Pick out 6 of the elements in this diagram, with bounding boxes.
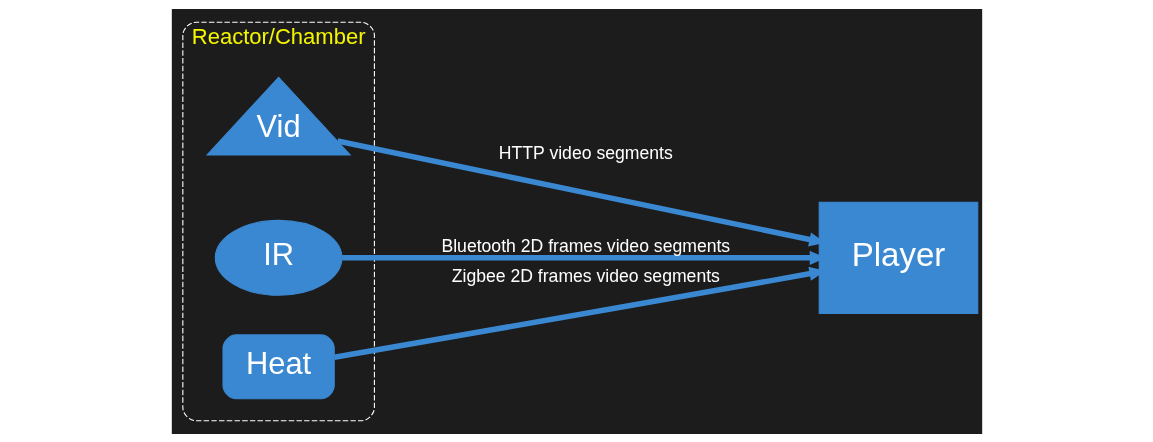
node-box: Player (818, 201, 978, 314)
node-box: Heat (221, 333, 335, 399)
edge-label: HTTP video segments (498, 142, 673, 163)
node-ellipse: IR (214, 219, 342, 296)
edge-label: Zigbee 2D frames video segments (451, 265, 720, 286)
edge-label: Bluetooth 2D frames video segments (440, 235, 730, 256)
